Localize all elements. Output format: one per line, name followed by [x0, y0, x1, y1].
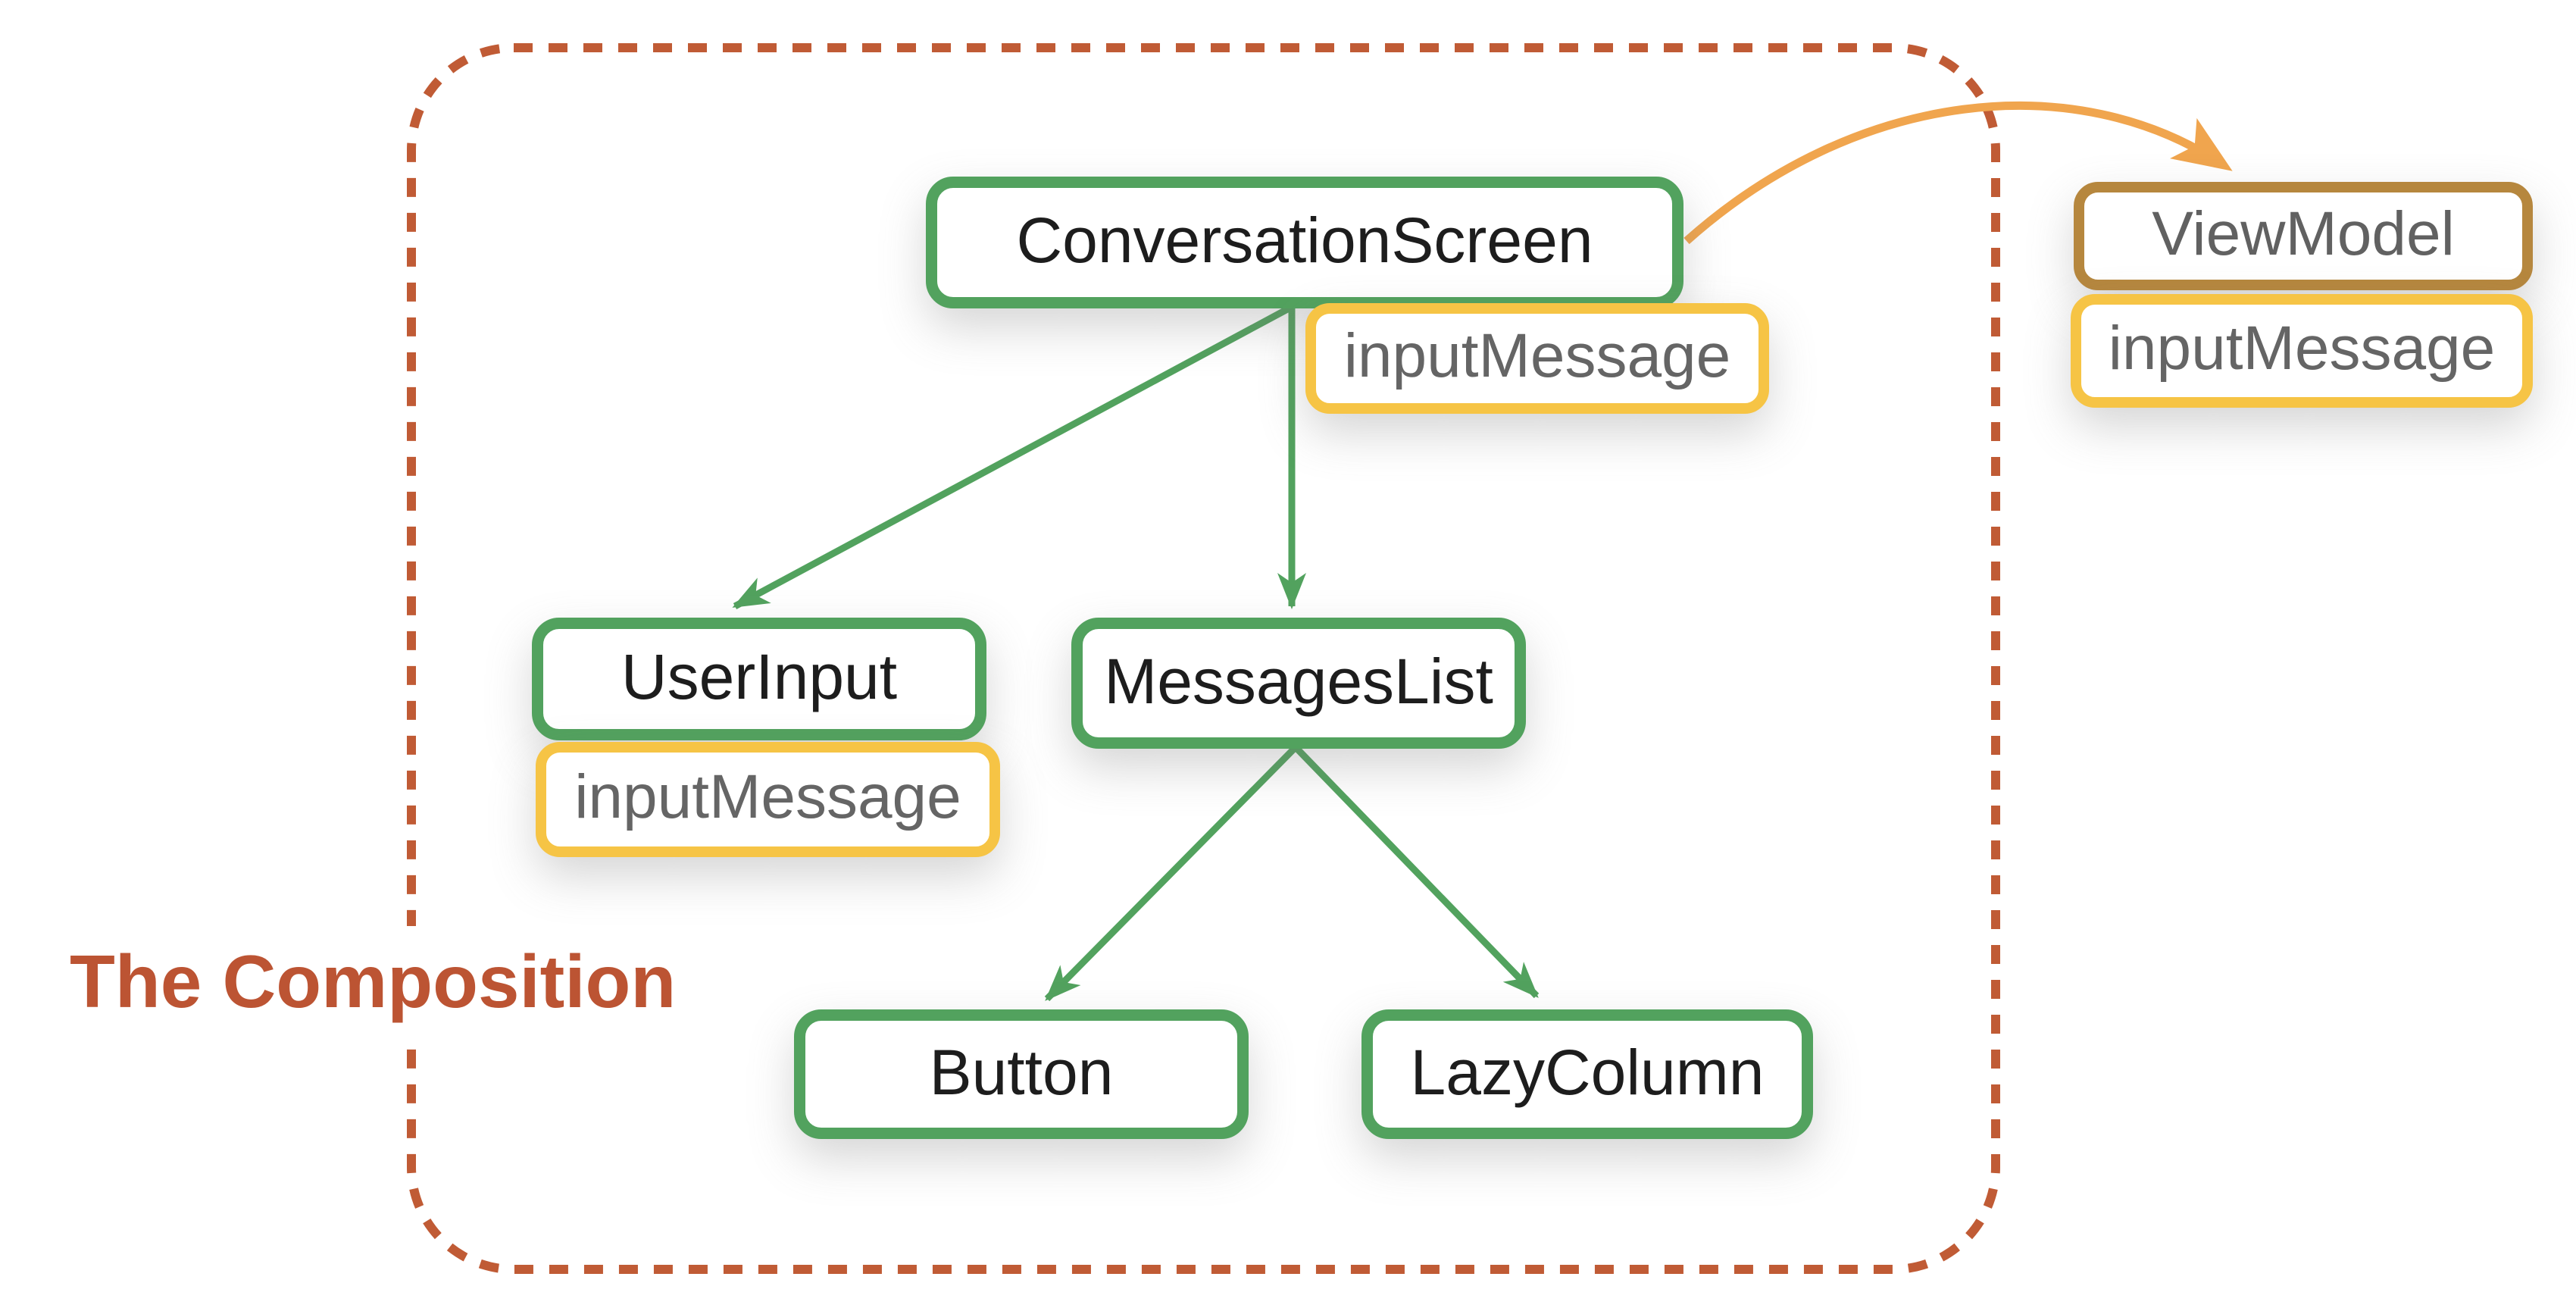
- badge-viewmodel-inputmessage-label: inputMessage: [2108, 314, 2496, 383]
- node-button: Button: [794, 1009, 1249, 1139]
- node-button-label: Button: [929, 1036, 1114, 1108]
- badge-conversationscreen-inputmessage-label: inputMessage: [1343, 321, 1731, 390]
- badge-conversationscreen-inputmessage: inputMessage: [1305, 303, 1769, 414]
- node-user-input-label: UserInput: [621, 641, 898, 712]
- node-messages-list-label: MessagesList: [1104, 645, 1493, 717]
- node-conversation-screen-label: ConversationScreen: [1016, 205, 1593, 276]
- node-view-model-label: ViewModel: [2152, 199, 2455, 268]
- node-user-input: UserInput: [532, 618, 986, 740]
- edge-messageslist-to-button: [1044, 744, 1299, 1002]
- badge-viewmodel-inputmessage: inputMessage: [2071, 294, 2533, 408]
- arrow-conversationscreen-to-viewmodel: [1683, 102, 2233, 245]
- edge-conversationscreen-to-userinput: [732, 305, 1293, 609]
- edge-messageslist-to-lazycolumn: [1293, 744, 1540, 999]
- composition-boundary-title: The Composition: [47, 926, 699, 1037]
- badge-userinput-inputmessage-label: inputMessage: [574, 762, 961, 831]
- badge-userinput-inputmessage: inputMessage: [536, 742, 1000, 857]
- node-lazy-column-label: LazyColumn: [1410, 1036, 1765, 1108]
- node-messages-list: MessagesList: [1071, 618, 1526, 749]
- node-view-model: ViewModel: [2074, 182, 2533, 290]
- node-conversation-screen: ConversationScreen: [926, 177, 1683, 308]
- node-lazy-column: LazyColumn: [1361, 1009, 1813, 1139]
